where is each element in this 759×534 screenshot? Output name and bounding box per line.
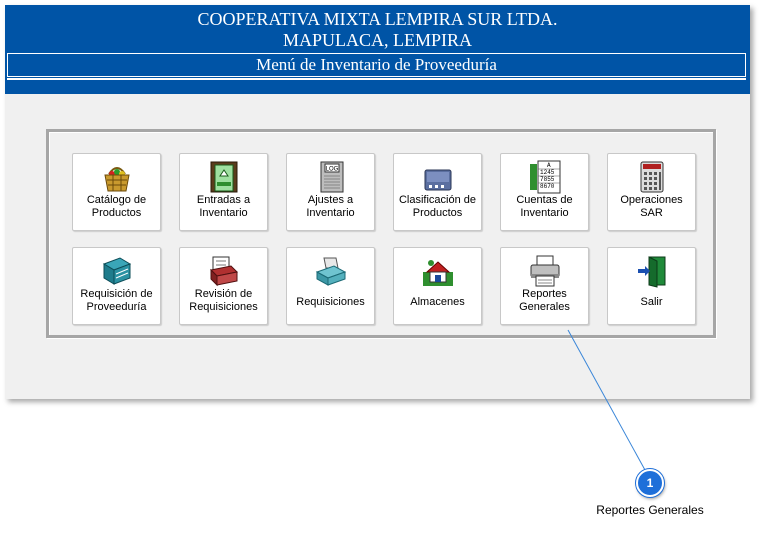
almacenes-button[interactable]: Almacenes	[393, 247, 482, 325]
ajustes-inventario-button[interactable]: LOG Ajustes a Inventario	[286, 153, 375, 231]
clasificacion-productos-label: Clasificación de Productos	[398, 194, 477, 219]
clasificacion-productos-button[interactable]: Clasificación de Productos	[393, 153, 482, 231]
cuentas-inventario-label: Cuentas de Inventario	[516, 194, 573, 219]
operaciones-sar-label: Operaciones SAR	[620, 194, 683, 219]
inbox-tray-icon	[314, 254, 348, 288]
requisiciones-label: Requisiciones	[296, 296, 365, 308]
revision-requisiciones-button[interactable]: Revisión de Requisiciones	[179, 247, 268, 325]
almacenes-label: Almacenes	[410, 296, 465, 308]
svg-text:8670: 8670	[540, 183, 555, 190]
book-icon	[100, 254, 134, 288]
menu-title: Menú de Inventario de Proveeduría	[256, 55, 497, 74]
warehouse-icon	[421, 254, 455, 288]
callout-label: Reportes Generales	[596, 503, 704, 517]
reportes-generales-button[interactable]: Reportes Generales	[500, 247, 589, 325]
operaciones-sar-button[interactable]: Operaciones SAR	[607, 153, 696, 231]
callout-marker: 1	[636, 469, 664, 497]
svg-text:1245: 1245	[540, 169, 555, 176]
calculator-icon	[635, 160, 669, 194]
door-entry-icon	[207, 160, 241, 194]
svg-text:A: A	[547, 162, 551, 169]
printer-icon	[528, 254, 562, 288]
header-divider	[7, 78, 746, 80]
svg-text:LOG: LOG	[326, 167, 339, 173]
company-name: COOPERATIVA MIXTA LEMPIRA SUR LTDA.	[197, 9, 558, 29]
svg-text:7855: 7855	[540, 176, 555, 183]
revision-requisiciones-label: Revisión de Requisiciones	[189, 288, 258, 313]
file-box-icon	[207, 254, 241, 288]
header-banner: COOPERATIVA MIXTA LEMPIRA SUR LTDA. MAPU…	[5, 5, 750, 94]
reportes-generales-label: Reportes Generales	[519, 288, 570, 313]
entradas-inventario-label: Entradas a Inventario	[196, 194, 251, 219]
category-tray-icon	[421, 160, 455, 194]
requisicion-proveeduria-button[interactable]: Requisición de Proveeduría	[72, 247, 161, 325]
basket-icon	[100, 160, 134, 194]
requisiciones-button[interactable]: Requisiciones	[286, 247, 375, 325]
log-notebook-icon: LOG	[314, 160, 348, 194]
catalogo-productos-button[interactable]: Catálogo de Productos	[72, 153, 161, 231]
company-location: MAPULACA, LEMPIRA	[282, 30, 473, 50]
entradas-inventario-button[interactable]: Entradas a Inventario	[179, 153, 268, 231]
requisicion-proveeduria-label: Requisición de Proveeduría	[80, 288, 153, 313]
salir-label: Salir	[640, 296, 663, 308]
app-window: COOPERATIVA MIXTA LEMPIRA SUR LTDA. MAPU…	[5, 5, 750, 399]
ajustes-inventario-label: Ajustes a Inventario	[306, 194, 355, 219]
salir-button[interactable]: Salir	[607, 247, 696, 325]
ledger-numbers-icon: A 1245 7855 8670	[528, 160, 562, 194]
menu-title-bar: Menú de Inventario de Proveeduría	[7, 53, 746, 77]
catalogo-productos-label: Catálogo de Productos	[86, 194, 147, 219]
exit-door-icon	[635, 254, 669, 288]
menu-panel: Catálogo de Productos Entradas a Inventa…	[46, 129, 716, 338]
cuentas-inventario-button[interactable]: A 1245 7855 8670 Cuentas de Inventario	[500, 153, 589, 231]
